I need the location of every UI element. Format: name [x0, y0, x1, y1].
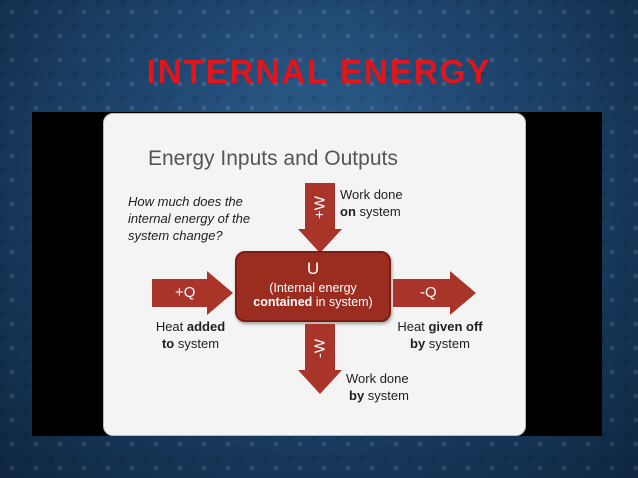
diagram-question: How much does the internal energy of the…: [128, 194, 251, 243]
heat-out-caption-line2-bold: by: [410, 336, 426, 351]
heat-in-caption-line2-rest: system: [174, 336, 220, 351]
work-out-caption-line1: Work done: [346, 371, 409, 386]
heat-out-label: -Q: [420, 284, 437, 301]
heat-out-caption: Heat given off by system: [386, 318, 494, 352]
work-out-caption: Work done by system: [346, 370, 409, 404]
work-out-arrow-head: [298, 370, 342, 394]
heat-out-caption-pre: Heat: [397, 319, 429, 334]
heat-out-arrow-shaft: [393, 279, 450, 307]
heat-in-caption: Heat added to system: [148, 318, 233, 352]
work-in-caption-rest: system: [355, 204, 401, 219]
work-in-caption-line1: Work done: [340, 187, 403, 202]
heat-in-caption-line2-bold: to: [161, 336, 175, 351]
work-in-caption: Work done on system: [340, 186, 403, 220]
heat-in-arrow-head: [207, 271, 233, 315]
heat-in-caption-pre: Heat: [155, 319, 187, 334]
work-in-caption-bold: on: [340, 204, 356, 219]
internal-energy-line1: (Internal energy: [269, 281, 357, 295]
heat-out-caption-line2-rest: system: [425, 336, 470, 351]
heat-in-label: +Q: [175, 284, 196, 301]
heat-in-arrow-shaft: [152, 279, 207, 307]
internal-energy-line2: contained in system): [237, 295, 389, 309]
work-in-arrow-head: [298, 229, 342, 253]
heat-in-caption-bold: added: [186, 319, 226, 334]
work-out-label: -W: [311, 338, 329, 359]
work-in-arrow-shaft: [305, 183, 335, 231]
slide-title: INTERNAL ENERGY: [146, 53, 492, 90]
work-in-label: +W: [311, 196, 329, 219]
work-out-caption-bold: by: [349, 388, 365, 403]
internal-energy-line2-bold: contained: [253, 295, 313, 309]
internal-energy-line2-rest: in system): [312, 295, 373, 309]
internal-energy-symbol: U: [306, 259, 320, 278]
heat-out-caption-bold: given off: [428, 319, 483, 334]
diagram-header: Energy Inputs and Outputs: [148, 147, 398, 170]
work-out-caption-rest: system: [364, 388, 409, 403]
heat-out-arrow-head: [450, 271, 476, 315]
work-out-arrow-shaft: [305, 324, 335, 372]
internal-energy-box: U (Internal energy contained in system): [235, 251, 391, 322]
